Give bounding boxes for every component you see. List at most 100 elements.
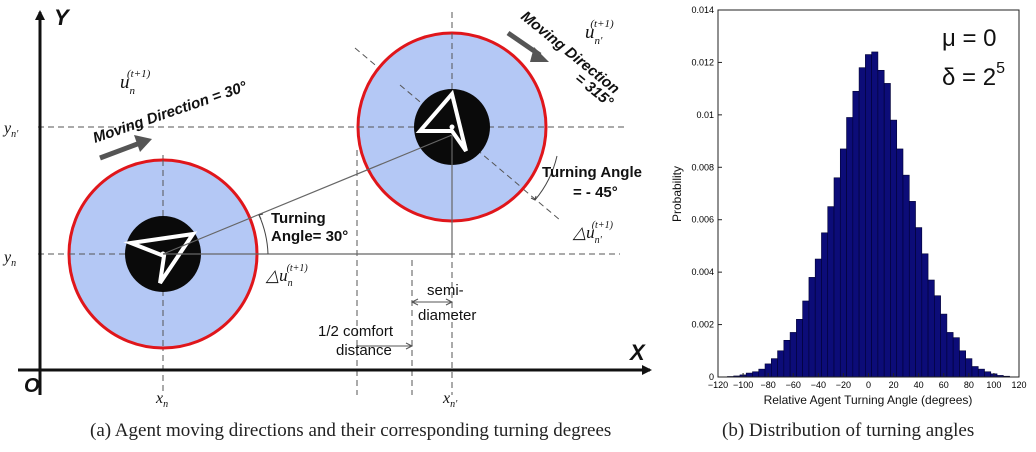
tangent-guide-inner (399, 84, 521, 187)
histogram-bar (865, 54, 872, 378)
delta-annotation: δ = 25 (942, 60, 1005, 91)
histogram-bar (934, 295, 941, 378)
turning-right-line1: Turning Angle (542, 164, 642, 181)
x-tick-label: −60 (786, 380, 801, 390)
histogram-bar (783, 339, 791, 378)
x-axis-label: X (628, 340, 646, 365)
comfort-label-line1: 1/2 comfort (318, 323, 394, 340)
x-n-label: xn (155, 390, 168, 410)
histogram-bar (858, 67, 866, 378)
histogram-bar (777, 350, 785, 378)
x-tick-label: 120 (1011, 380, 1026, 390)
x-axis-title: Relative Agent Turning Angle (degrees) (764, 393, 973, 407)
x-tick-label: 0 (866, 380, 871, 390)
histogram-bar (758, 368, 766, 378)
agent-arrow-right-icon (415, 89, 468, 153)
delta-u-left-label: △un(t+1) (265, 263, 308, 289)
x-tick-label: 20 (889, 380, 899, 390)
y-axis-label: Y (54, 5, 71, 30)
x-tick-label: −80 (761, 380, 776, 390)
histogram-bar (959, 350, 966, 378)
panel-a-diagram: Y X O yn' yn xn xn' un(t+1) un'(t+1) Mov… (2, 5, 652, 410)
x-tick-label: −120 (708, 380, 728, 390)
histogram-bar (846, 117, 854, 378)
histogram-bar (827, 206, 835, 378)
caption-b: (b) Distribution of turning angles (722, 420, 975, 441)
comfort-label-line2: distance (336, 342, 392, 359)
moving-arrow-left-shaft (99, 140, 141, 161)
histogram-bar (821, 232, 829, 378)
mu-annotation: μ = 0 (942, 25, 997, 52)
x-nprime-label: xn' (442, 390, 458, 410)
semi-label-line2: diameter (418, 307, 476, 324)
movement-line (162, 134, 453, 255)
turning-arc-arrow-left-icon (258, 213, 264, 220)
x-tick-label: −40 (811, 380, 826, 390)
x-tick-label: 100 (986, 380, 1001, 390)
y-tick-label: 0.014 (691, 5, 714, 15)
histogram-bar (796, 319, 803, 378)
turning-angle-arc-right (534, 155, 558, 201)
histogram-bar (902, 174, 910, 378)
histogram-bar (839, 148, 847, 378)
histogram-bar (890, 119, 898, 378)
histogram-bar (921, 253, 929, 378)
histogram-bar (946, 332, 954, 378)
agent-arrow-left-icon (123, 231, 198, 285)
semi-label-line1: semi- (427, 282, 464, 299)
histogram-bar (877, 69, 885, 378)
u-left-label: un(t+1) (120, 68, 151, 97)
histogram-bar (833, 177, 841, 378)
histogram-bar (745, 372, 753, 378)
histogram-bar (927, 279, 935, 378)
delta-u-right-label: △un'(t+1) (572, 220, 614, 246)
y-nprime-label: yn' (2, 120, 19, 140)
semi-dimension-arrow-left-icon (410, 298, 419, 306)
histogram-bar (871, 51, 879, 378)
histogram-bar (789, 332, 797, 378)
y-tick-label: 0.01 (696, 110, 714, 120)
histogram-bar (752, 371, 760, 378)
x-tick-label: −100 (733, 380, 753, 390)
moving-arrow-right-icon (530, 47, 549, 62)
y-tick-label: 0 (709, 372, 714, 382)
histogram-bar (908, 201, 916, 378)
turning-arc-arrow-right-icon (530, 195, 537, 201)
turning-left-line2: Angle= 30° (271, 228, 348, 245)
histogram-bar (952, 337, 960, 378)
y-tick-label: 0.002 (691, 320, 714, 330)
agent-center-right (449, 124, 455, 130)
moving-direction-left: Moving Direction = 30° (91, 78, 250, 147)
histogram-bar (896, 148, 904, 378)
histogram-bar (771, 358, 778, 378)
caption-a: (a) Agent moving directions and their co… (90, 420, 612, 441)
semi-dimension-arrow-right-icon (445, 298, 454, 306)
x-tick-label: 80 (964, 380, 974, 390)
y-tick-label: 0.004 (691, 267, 714, 277)
y-n-label: yn (2, 249, 16, 269)
x-tick-label: −20 (836, 380, 851, 390)
u-right-label: un'(t+1) (585, 18, 614, 47)
turning-right-line2: = - 45° (573, 184, 618, 201)
turning-angle-arc-left (258, 214, 269, 255)
moving-arrow-left-icon (134, 135, 152, 152)
histogram-bars (727, 51, 1010, 378)
x-tick-label: 60 (939, 380, 949, 390)
y-tick-label: 0.008 (691, 162, 714, 172)
histogram-bar (971, 366, 979, 378)
histogram-bar (940, 313, 948, 378)
x-tick-label: 40 (914, 380, 924, 390)
histogram-bar (808, 277, 816, 378)
histogram-bar (977, 368, 985, 378)
histogram-bar (814, 258, 822, 378)
histogram-bar (984, 371, 992, 378)
origin-label: O (24, 375, 40, 397)
y-axis-title: Probability (670, 166, 684, 222)
comfort-dimension-arrow-icon (405, 342, 414, 350)
histogram-bar (915, 227, 923, 378)
histogram-bar (802, 300, 810, 378)
turning-left-line1: Turning (271, 210, 326, 227)
